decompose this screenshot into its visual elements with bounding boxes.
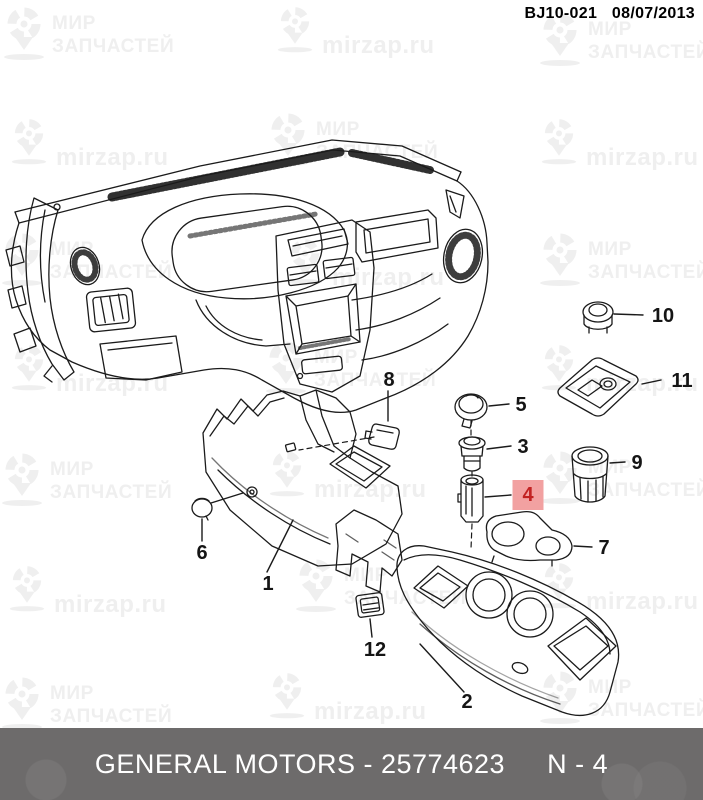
console-rear-drawing (396, 545, 620, 716)
callout-10[interactable]: 10 (651, 305, 675, 327)
page-header: BJ10-021 08/07/2013 (514, 5, 695, 23)
catalog-code: BJ10-021 (524, 5, 598, 22)
callout-4[interactable]: 4 (512, 480, 544, 510)
callout-2[interactable]: 2 (461, 691, 473, 713)
catalog-date: 08/07/2013 (611, 5, 695, 22)
callout-8[interactable]: 8 (383, 369, 395, 391)
dashboard-drawing (5, 139, 489, 413)
callout-11[interactable]: 11 (671, 370, 693, 392)
callout-9[interactable]: 9 (631, 452, 643, 474)
callout-1[interactable]: 1 (262, 573, 274, 595)
footer-bar: GENERAL MOTORS - 25774623 N - 4 (0, 728, 703, 800)
part-number-label: GENERAL MOTORS - 25774623 (94, 748, 506, 779)
callout-leader-lines (201, 313, 662, 693)
assembly-dashed-lines (298, 420, 473, 550)
callout-3[interactable]: 3 (517, 436, 529, 458)
page-reference: N - 4 (547, 748, 609, 779)
callout-6[interactable]: 6 (196, 542, 208, 564)
small-parts-drawing (191, 301, 639, 618)
callout-7[interactable]: 7 (598, 537, 610, 559)
callout-5[interactable]: 5 (515, 394, 527, 416)
callout-12[interactable]: 12 (363, 639, 387, 661)
console-front-drawing (202, 389, 403, 593)
